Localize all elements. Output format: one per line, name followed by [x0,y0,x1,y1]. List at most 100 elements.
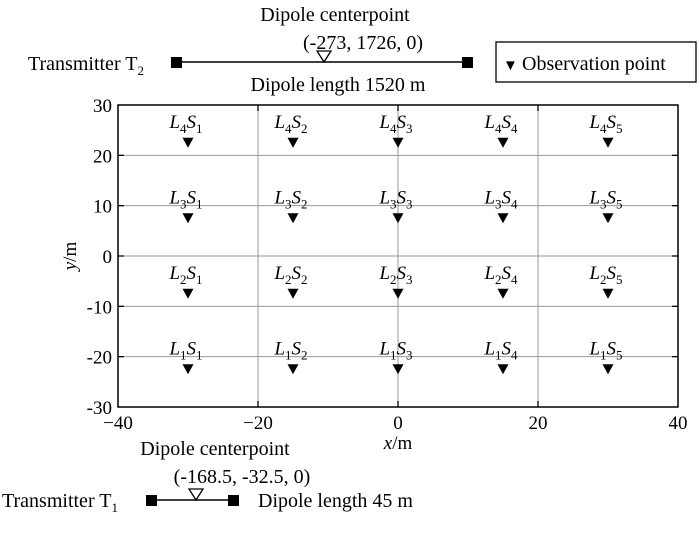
label-subscript: 5 [616,121,623,136]
label-subscript: 1 [196,196,203,211]
legend: ▼ Observation point [495,41,697,83]
label-letter: S [187,338,197,359]
observation-point-marker [602,137,614,148]
bottom-centerpoint-title: Dipole centerpoint [140,438,290,460]
observation-point-marker [497,288,509,299]
observation-point-label: L2S5 [588,263,622,287]
observation-point-marker [287,213,299,224]
x-tick-label: 0 [393,413,403,434]
observation-point-label: L2S4 [483,263,518,287]
label-letter: S [607,338,617,359]
label-letter: S [502,187,512,208]
label-subscript: 5 [616,272,623,287]
x-tick-label: −20 [243,413,273,434]
x-tick-label: 20 [529,413,548,434]
label-subscript: 5 [616,347,623,362]
y-axis-variable: y [60,261,81,272]
bottom-dipole-electrode-right [228,495,239,506]
top-dipole-electrode-left [171,57,182,68]
label-letter: L [588,187,600,208]
observation-point-marker [182,137,194,148]
x-axis-variable: x [383,433,393,454]
observation-point-marker [287,288,299,299]
top-dipole-electrode-right [462,57,473,68]
bottom-transmitter-subscript: 1 [111,500,118,515]
bottom-dipole-length: Dipole length 45 m [258,490,413,512]
label-letter: L [273,112,285,133]
label-subscript: 4 [511,272,518,287]
x-axis-unit: /m [392,433,412,454]
observation-point-label: L3S4 [483,187,518,211]
observation-point-label: L2S1 [168,263,202,287]
label-subscript: 3 [406,347,413,362]
label-subscript: 3 [285,196,292,211]
label-letter: L [273,263,285,284]
observation-point-label: L3S3 [378,187,412,211]
label-letter: S [397,187,407,208]
label-subscript: 3 [180,196,187,211]
label-subscript: 4 [600,121,607,136]
observation-point-label: L4S5 [588,112,622,136]
legend-label: Observation point [522,53,666,75]
label-letter: L [168,338,180,359]
label-letter: L [378,112,390,133]
label-letter: S [187,112,197,133]
top-transmitter: Dipole centerpoint (-273, 1726, 0) Trans… [28,4,473,96]
y-tick-label: -30 [87,398,112,419]
label-letter: L [168,112,180,133]
observation-point-label: L4S1 [168,112,202,136]
observation-point-marker [392,213,404,224]
label-letter: S [292,263,302,284]
observation-point-marker [392,288,404,299]
label-letter: S [397,263,407,284]
label-letter: L [483,187,495,208]
label-subscript: 4 [180,121,187,136]
label-subscript: 3 [390,196,397,211]
y-tick-label: 0 [103,247,113,268]
label-subscript: 3 [406,196,413,211]
label-letter: S [187,263,197,284]
label-subscript: 2 [301,121,308,136]
bottom-dipole-center-marker [187,488,205,502]
top-transmitter-label: Transmitter T2 [28,53,144,78]
label-letter: S [502,338,512,359]
observation-point-label: L2S2 [273,263,307,287]
label-subscript: 1 [495,347,502,362]
label-subscript: 3 [406,272,413,287]
label-letter: L [588,112,600,133]
observation-point-label: L1S5 [588,338,622,362]
label-subscript: 2 [495,272,502,287]
y-tick-label: -10 [87,297,112,318]
observation-point-label: L1S1 [168,338,202,362]
observation-point-label: L4S3 [378,112,412,136]
label-letter: L [588,263,600,284]
label-letter: S [397,112,407,133]
label-subscript: 4 [390,121,397,136]
label-letter: S [292,338,302,359]
label-letter: L [168,187,180,208]
x-tick-label: 40 [669,413,688,434]
bottom-centerpoint-coords: (-168.5, -32.5, 0) [174,466,311,488]
bottom-transmitter: Dipole centerpoint (-168.5, -32.5, 0) Tr… [2,438,413,515]
label-subscript: 1 [390,347,397,362]
label-subscript: 2 [301,196,308,211]
label-letter: S [397,338,407,359]
bottom-transmitter-name: Transmitter T [2,490,111,512]
label-subscript: 3 [406,121,413,136]
label-subscript: 2 [301,272,308,287]
label-subscript: 1 [196,121,203,136]
label-subscript: 3 [495,196,502,211]
label-subscript: 1 [285,347,292,362]
label-subscript: 4 [511,121,518,136]
observation-point-label: L1S3 [378,338,412,362]
observation-point-label: L4S2 [273,112,307,136]
label-subscript: 2 [285,272,292,287]
observation-point-marker [602,213,614,224]
label-letter: S [292,112,302,133]
observation-point-marker [392,364,404,375]
observation-point-label: L2S3 [378,263,412,287]
